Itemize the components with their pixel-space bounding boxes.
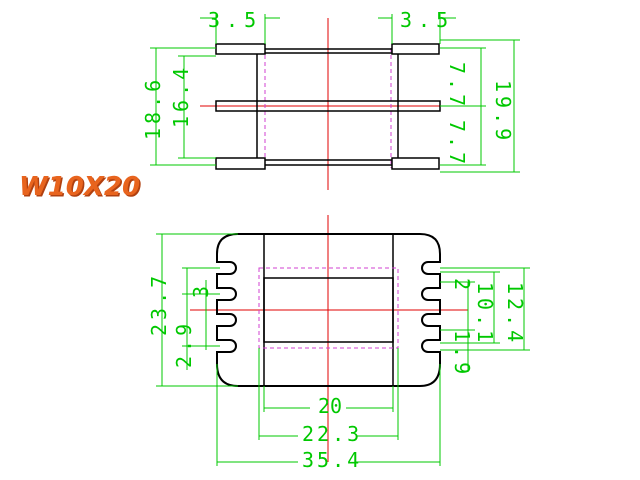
top-view-dimension-lines	[150, 14, 520, 173]
slot-width-dim: 2.9	[172, 320, 196, 368]
inner-height-dim: 16.4	[169, 64, 193, 128]
top-left-flange-width-dim: 3.5	[208, 8, 262, 32]
pin-top-right	[391, 43, 440, 55]
middle-width-dim: 22.3	[302, 422, 362, 446]
top-right-flange-width-dim: 3.5	[400, 8, 454, 32]
right-slot-pitch-dim: 2	[450, 278, 474, 290]
part-title: W10X20	[21, 174, 142, 204]
core-window	[263, 277, 394, 343]
window-width-dim: 20	[318, 394, 342, 418]
title-group: W10X20 W10X20	[19, 172, 142, 204]
overall-height-dim: 23.7	[147, 272, 171, 336]
bottom-view-dimension-lines	[156, 233, 530, 466]
upper-section-dim: 7.7	[445, 62, 469, 110]
bottom-view: 23.7 3 2.9 2 10.1 12.4 1.9 20 22.3 35.4	[147, 215, 530, 472]
total-height-dim: 19.9	[491, 80, 515, 144]
pin-top-left	[215, 43, 266, 55]
right-small-dim: 1.9	[450, 330, 474, 378]
right-inner-dim: 10.1	[473, 282, 497, 346]
pin-bottom-left	[215, 157, 266, 170]
top-view: 3.5 3.5 18.6 16.4 7.7 7.7 19.9	[141, 8, 520, 190]
slot-pitch-dim: 3	[189, 286, 213, 298]
overall-width-dim: 35.4	[302, 448, 362, 472]
lower-section-dim: 7.7	[445, 120, 469, 168]
outer-height-dim: 18.6	[141, 76, 165, 140]
right-outer-dim: 12.4	[503, 282, 527, 346]
body-outline	[216, 233, 441, 387]
pin-bottom-right	[391, 157, 440, 170]
hidden-flange-outline	[258, 267, 399, 349]
part-title-shadow: W10X20	[19, 172, 140, 202]
